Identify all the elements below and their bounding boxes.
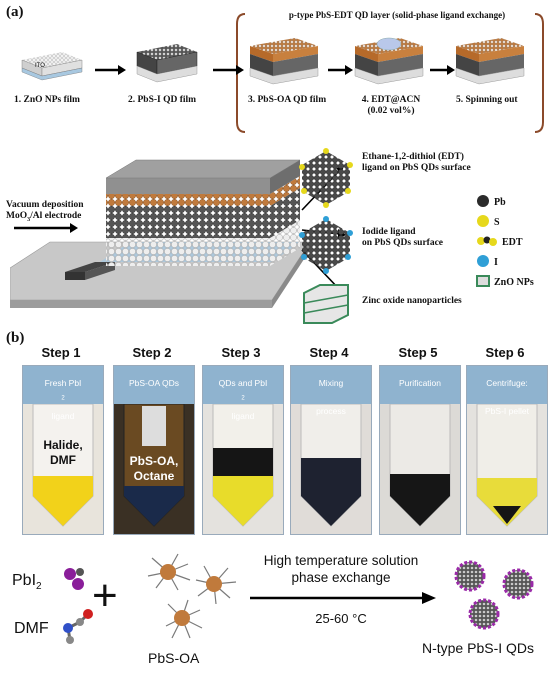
step-5-photo: Purification (379, 365, 461, 535)
callout-zno: Zinc oxide nanoparticles (362, 296, 462, 306)
edt-molecule-icon (477, 236, 497, 247)
step-6-caption: Centrifuge:PbS-I pellet (467, 366, 547, 416)
bracket-title: p-type PbS-EDT QD layer (solid-phase lig… (288, 10, 506, 20)
plus-sign: + (92, 571, 118, 620)
reaction-arrow (250, 592, 436, 604)
film-step-2: 2. PbS-I QD film (128, 95, 197, 105)
step-6-photo: Centrifuge:PbS-I pellet (466, 365, 548, 535)
zno-icon (476, 275, 490, 288)
pb-atom-icon (477, 195, 489, 208)
pbs-oa-particles (147, 553, 237, 639)
pbi2-label: PbI2 (12, 572, 42, 593)
panel-b-label: (b) (6, 330, 25, 346)
step-4-head: Step 4 (309, 345, 349, 360)
film-step-1: 1. ZnO NPs film (14, 95, 80, 105)
pbi2-molecule-icon (64, 568, 84, 590)
film-2-pbs-i (136, 44, 198, 83)
pbs-oa-label: PbS-OA (148, 650, 200, 666)
pbs-i-particles (454, 560, 534, 630)
step-5-caption: Purification (380, 366, 460, 404)
device-stack (10, 159, 346, 308)
legend: Pb S EDT I ZnO NPs (476, 192, 534, 292)
legend-s: S (476, 212, 534, 232)
step-5-head: Step 5 (398, 345, 438, 360)
legend-zno: ZnO NPs (476, 272, 534, 292)
panel-a-label: (a) (6, 4, 24, 20)
temperature-label: 25-60 °C (315, 611, 367, 626)
film-5-spin (455, 38, 525, 85)
film-1-zno (21, 52, 83, 81)
callout-particles (299, 148, 353, 324)
dmf-label: DMF (14, 620, 49, 637)
dmf-molecule-icon (63, 609, 93, 644)
film-3-pbs-oa (249, 38, 319, 85)
step-2-photo: PbS-OA QDs PbS-OA,Octane (113, 365, 195, 535)
film-step-5: 5. Spinning out (456, 95, 518, 105)
i-atom-icon (477, 255, 489, 268)
s-atom-icon (477, 215, 489, 228)
callout-edt: Ethane-1,2-dithiol (EDT)ligand on PbS QD… (362, 152, 471, 173)
film-step-3: 3. PbS-OA QD film (248, 95, 327, 105)
legend-edt: EDT (476, 232, 534, 252)
step-2-head: Step 2 (132, 345, 172, 360)
step-1-head: Step 1 (41, 345, 81, 360)
step-6-head: Step 6 (485, 345, 525, 360)
step-3-head: Step 3 (221, 345, 261, 360)
step-2-caption: PbS-OA QDs (114, 366, 194, 404)
vacuum-label: Vacuum deposition MoO3/Al electrode (6, 200, 84, 223)
film-step-4: 4. EDT@ACN(0.02 vol%) (361, 95, 421, 116)
film-sequence (21, 37, 525, 85)
product-label: N-type PbS-I QDs (421, 640, 535, 656)
ito-label: ITO (35, 63, 45, 69)
legend-i: I (476, 252, 534, 272)
step-1-label: Halide,DMF (43, 438, 83, 467)
legend-pb: Pb (476, 192, 534, 212)
film-4-edt (354, 37, 424, 85)
step-2-label: PbS-OA,Octane (129, 454, 179, 483)
